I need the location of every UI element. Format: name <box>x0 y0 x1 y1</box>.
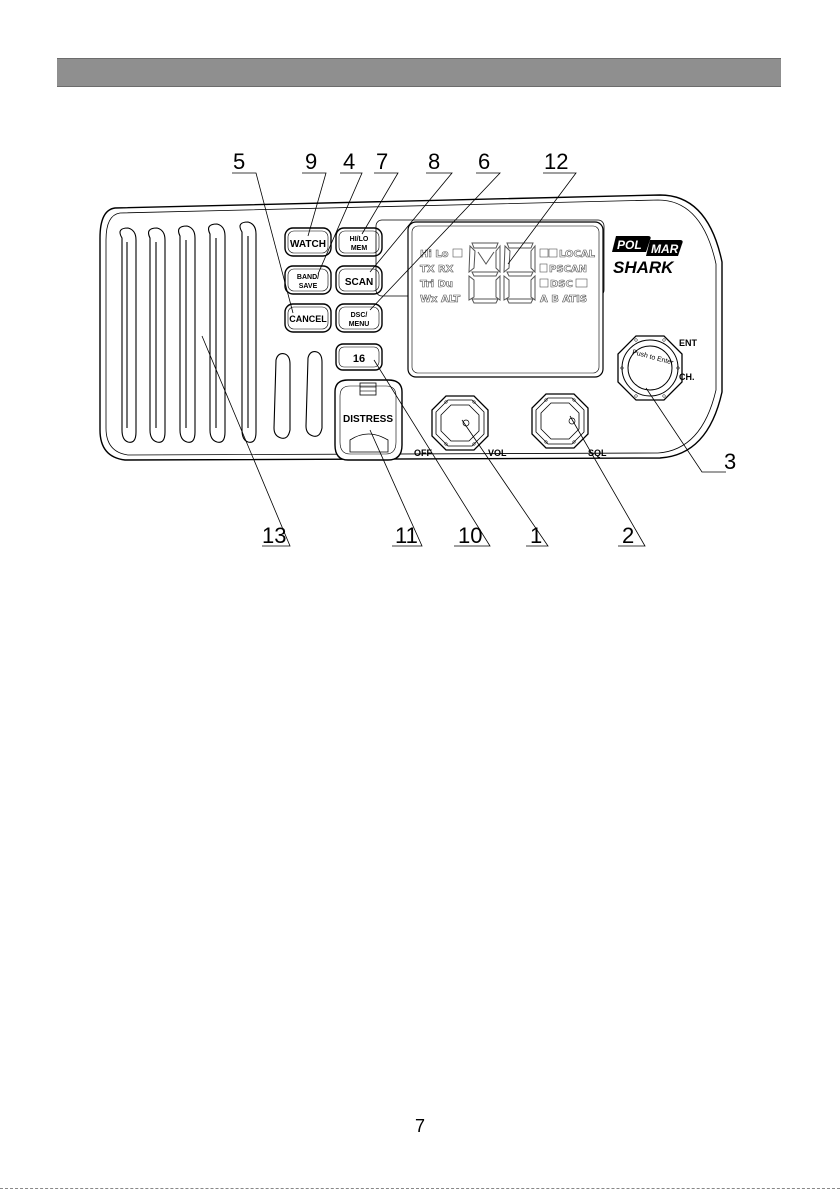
polmar-logo: POL MAR SHARK <box>612 236 683 277</box>
lcd-tri-du: Tri Du <box>420 279 453 290</box>
scan-button-label: SCAN <box>345 277 373 288</box>
hilo-mem-button[interactable]: HI/LO MEM <box>336 228 382 256</box>
dsc-label-line2: MENU <box>349 321 370 328</box>
callout-2: 2 <box>622 523 634 548</box>
page-number: 7 <box>0 1116 840 1137</box>
footer-rule <box>0 1188 840 1189</box>
channel-enter-knob[interactable]: Push to Enter <box>618 336 682 400</box>
lcd-pscan: PSCAN <box>549 264 587 275</box>
callout-11: 11 <box>395 523 418 548</box>
channel-16-label: 16 <box>353 353 365 365</box>
band-save-button[interactable]: BAND/ SAVE <box>285 266 331 294</box>
callout-3: 3 <box>724 449 736 474</box>
distress-button[interactable]: DISTRESS <box>335 380 402 460</box>
band-save-label-line2: SAVE <box>299 283 318 290</box>
channel-16-button[interactable]: 16 <box>336 344 382 370</box>
distress-label: DISTRESS <box>343 414 393 425</box>
lcd-display: Hi Lo TX RX Tri Du Wx ALT LOCAL PSCAN <box>376 220 604 377</box>
watch-button-label: WATCH <box>290 239 326 250</box>
lcd-hi-lo: Hi Lo <box>420 249 449 260</box>
watch-button[interactable]: WATCH <box>285 228 331 256</box>
callout-9: 9 <box>305 149 317 174</box>
scan-button[interactable]: SCAN <box>336 266 382 294</box>
logo-mar: MAR <box>651 242 679 256</box>
dsc-label-line1: DSC/ <box>351 312 368 319</box>
hilo-label-line1: HI/LO <box>350 236 369 243</box>
logo-pol: POL <box>617 238 642 252</box>
logo-shark: SHARK <box>613 258 675 277</box>
cancel-button-label: CANCEL <box>289 314 327 324</box>
ent-label: ENT <box>679 338 698 348</box>
volume-knob[interactable] <box>432 396 488 450</box>
sql-label: SQL <box>588 448 607 458</box>
callout-10: 10 <box>458 523 482 548</box>
vol-label: VOL <box>488 448 507 458</box>
lcd-wx-alt: Wx ALT <box>420 294 460 305</box>
hilo-label-line2: MEM <box>351 245 368 252</box>
lcd-local: LOCAL <box>559 249 596 260</box>
squelch-knob[interactable] <box>532 394 588 448</box>
dsc-menu-button[interactable]: DSC/ MENU <box>336 304 382 332</box>
callout-12: 12 <box>544 149 568 174</box>
callout-8: 8 <box>428 149 440 174</box>
callout-7: 7 <box>376 149 388 174</box>
callout-5: 5 <box>233 149 245 174</box>
callout-4: 4 <box>343 149 355 174</box>
ch-label: CH. <box>679 372 695 382</box>
callout-13: 13 <box>262 523 286 548</box>
callout-6: 6 <box>478 149 490 174</box>
callout-1: 1 <box>530 523 542 548</box>
lcd-dsc: DSC <box>550 279 573 290</box>
band-save-label-line1: BAND/ <box>297 274 319 281</box>
lcd-ab-atis: A B ATIS <box>540 294 587 305</box>
lcd-tx-rx: TX RX <box>420 264 454 275</box>
